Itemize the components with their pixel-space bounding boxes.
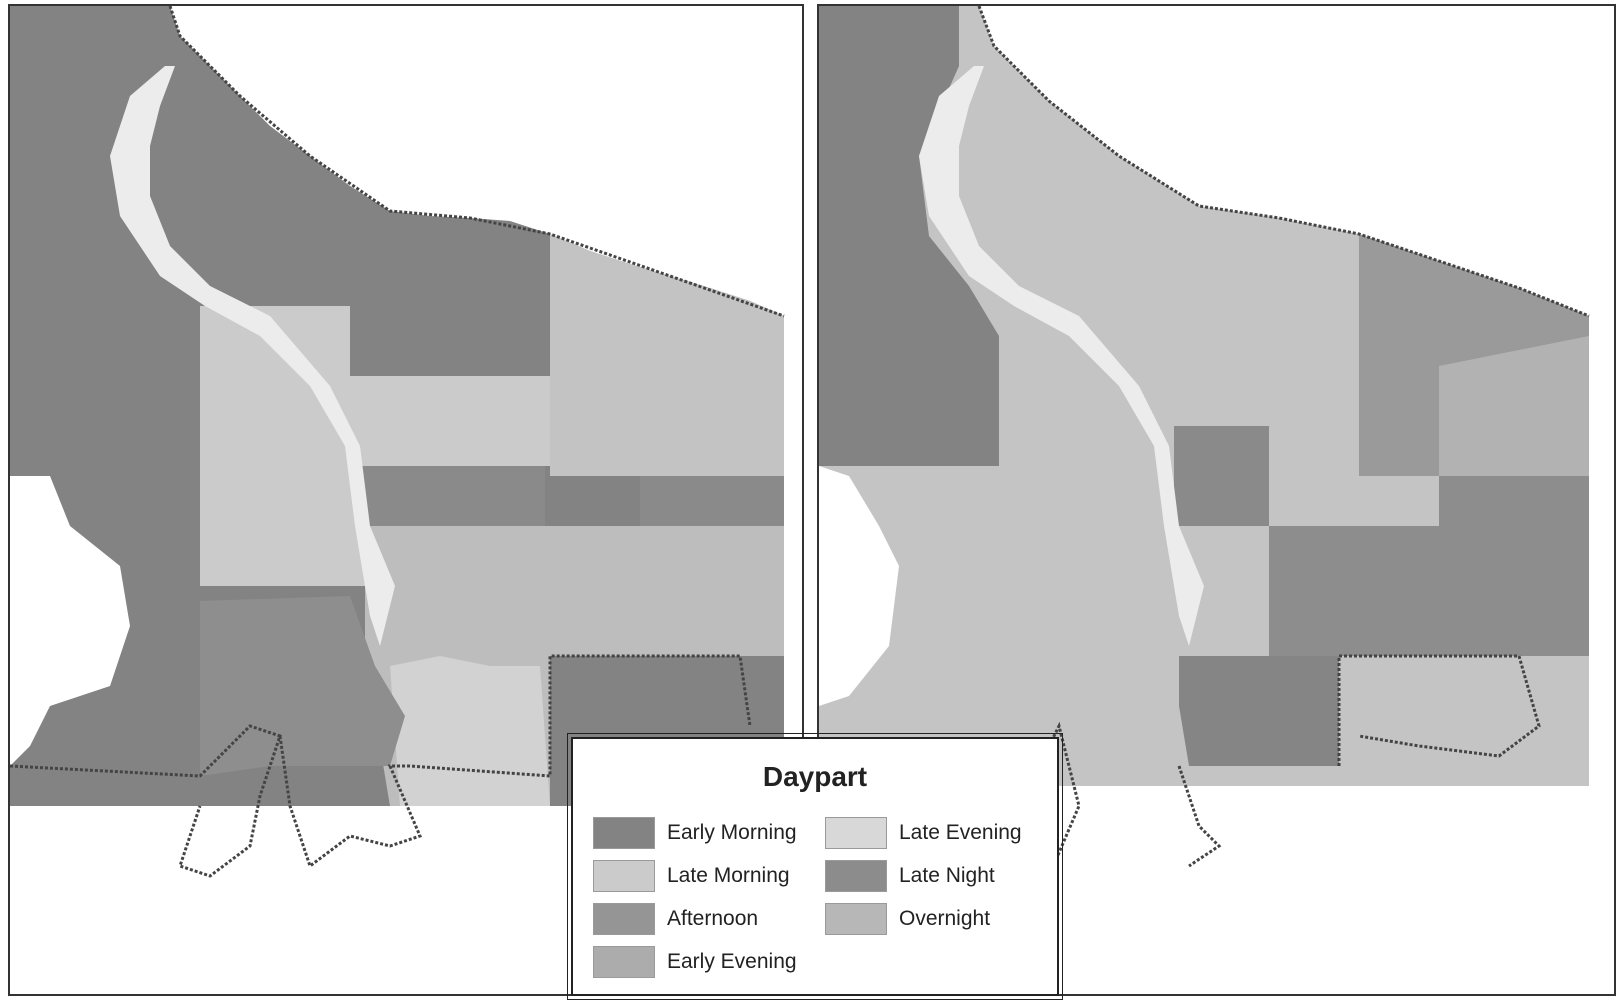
legend-title: Daypart: [762, 761, 868, 792]
legend-label: Early Morning: [667, 821, 797, 844]
legend-swatch: [593, 860, 655, 892]
region-center-afternoon: [1174, 426, 1269, 526]
legend-label: Overnight: [899, 907, 991, 930]
left-map-panel: [8, 4, 804, 996]
legend-item-overnight: Overnight: [825, 903, 990, 935]
legend-item-late-night: Late Night: [825, 860, 995, 892]
region-northeast-late-morning: [550, 234, 784, 476]
legend-label: Late Night: [899, 864, 995, 887]
region-late-night-block: [1269, 476, 1589, 656]
legend-label: Late Morning: [667, 864, 790, 887]
legend-item-late-evening: Late Evening: [825, 817, 1022, 849]
region-east-afternoon: [640, 476, 784, 526]
legend-label: Early Evening: [667, 950, 797, 973]
legend-item-afternoon: Afternoon: [593, 903, 758, 935]
region-center-block: [365, 376, 550, 466]
legend-item-late-morning: Late Morning: [593, 860, 790, 892]
region-northeast-afternoon: [1359, 234, 1589, 476]
legend-box: Daypart Early Morning Late Morning After…: [567, 733, 1063, 1000]
south-boundary: [1027, 654, 1541, 877]
right-map-panel: [817, 4, 1616, 996]
region-empty-west: [819, 466, 899, 706]
legend-swatch: [825, 860, 887, 892]
region-south-late-evening: [390, 656, 550, 806]
region-west-early-morning: [819, 6, 999, 466]
region-central-late-morning: [200, 306, 370, 586]
legend-swatch: [593, 903, 655, 935]
region-southwest-afternoon: [200, 596, 405, 776]
legend-item-early-morning: Early Morning: [593, 817, 797, 849]
legend-swatch: [593, 946, 655, 978]
river: [110, 66, 395, 646]
south-boundary: [10, 654, 752, 878]
legend-label: Late Evening: [899, 821, 1022, 844]
legend-item-early-evening: Early Evening: [593, 946, 797, 978]
left-map: [10, 6, 785, 878]
legend-swatch: [825, 817, 887, 849]
legend-label: Afternoon: [667, 907, 759, 930]
river: [919, 66, 1204, 646]
county-boundary: [168, 6, 785, 318]
region-empty-west: [10, 476, 130, 766]
region-south-early-morning: [1179, 656, 1339, 766]
legend-swatch: [825, 903, 887, 935]
legend-swatch: [593, 817, 655, 849]
region-afternoon-band: [355, 466, 545, 526]
right-map: [819, 6, 1590, 877]
region-east-overnight: [1439, 336, 1589, 476]
